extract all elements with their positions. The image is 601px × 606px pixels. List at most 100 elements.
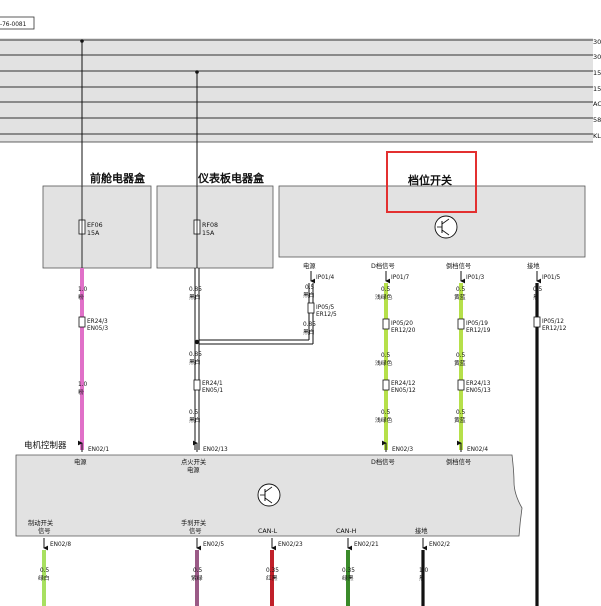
wire-1b-color: 粉: [78, 388, 84, 396]
ecu-pin-brake-label1: 制动开关: [28, 518, 54, 527]
wire-2b-size: 0.85: [189, 352, 202, 358]
gear-switch-title: 档位开关: [408, 173, 452, 187]
wire-4b-size: 0.5: [381, 353, 391, 359]
wire-5b-size: 0.5: [456, 353, 466, 359]
wire-1a-size: 1.0: [78, 287, 88, 293]
wire-3b-color: 黑白: [303, 328, 315, 336]
bus-label-kl: KL: [593, 132, 601, 140]
connector-5b: [457, 379, 465, 391]
fuse-rf08-rating: 15A: [202, 230, 215, 237]
wire-2a-size: 0.85: [189, 287, 202, 293]
wire-4a-size: 0.5: [381, 287, 391, 293]
gear-pin-power-id: IP01/4: [316, 275, 335, 281]
wire-black-white-2: [194, 268, 200, 450]
connector-6-a: IP05/12: [542, 319, 564, 325]
wire-black-white-3: [199, 283, 314, 345]
wire-3b-size: 0.85: [303, 322, 316, 328]
dash-box-title: 仪表板电器盒: [197, 171, 265, 185]
ecu-pin-d-label: D档信号: [371, 457, 395, 466]
connector-5b-a: ER24/13: [466, 381, 491, 387]
connector-3-b: ER12/5: [316, 312, 337, 318]
wire-2b-color: 黑白: [189, 358, 201, 366]
fuse-ef06-name: EF06: [87, 222, 103, 229]
gear-pin-d-label: D档信号: [371, 261, 395, 270]
ecu-pin-ground-label: 接地: [415, 526, 428, 535]
fuse-ef06-rating: 15A: [87, 230, 100, 237]
connector-3-a: IP05/5: [316, 305, 335, 311]
ecu-pin-handbrake-id: EN02/5: [203, 542, 224, 548]
gear-pin-d-id: IP01/7: [391, 275, 410, 281]
bus-label-30b: 30: [593, 53, 601, 61]
gear-switch-box: [278, 185, 586, 258]
wire-10-color: 绿黑: [342, 574, 354, 582]
diagram-id-tag: [0, 16, 35, 30]
wire-7-color: 绿白: [38, 574, 50, 582]
wire-1a-color: 粉: [78, 293, 84, 301]
wire-5a-color: 黄蓝: [454, 293, 466, 301]
connector-5a-a: IP05/19: [466, 321, 488, 327]
connector-6-b: ER12/12: [542, 326, 567, 332]
connector-2-b: EN05/1: [202, 388, 223, 394]
front-box-title: 前舱电器盒: [90, 171, 146, 185]
wire-11-size: 1.0: [419, 568, 429, 574]
ecu-pin-r-label: 倒档信号: [446, 457, 471, 466]
ecu-pin-can-h-label: CAN-H: [336, 528, 357, 535]
splice-node: [194, 339, 200, 345]
diagram-id: -76-0081: [0, 22, 27, 28]
gear-pin-r-label: 倒档信号: [446, 261, 471, 270]
wire-6a-size: 0.5: [533, 287, 543, 293]
bus-label-58: 58: [593, 116, 601, 124]
dash-electrical-box: [156, 185, 274, 269]
wire-11-color: 黑: [419, 575, 425, 582]
bus-node-30: [80, 39, 84, 43]
fuse-rf08-name: RF08: [202, 222, 218, 229]
gear-switch-transistor-icon: [434, 215, 458, 239]
connector-4a: [382, 318, 390, 330]
connector-3: [307, 302, 315, 314]
connector-5a: [457, 318, 465, 330]
bus-node-15: [195, 70, 199, 74]
connector-4a-a: IP05/20: [391, 321, 413, 327]
ecu-pin-handbrake-label2: 信号: [189, 526, 202, 535]
wire-2c-size: 0.5: [189, 410, 199, 416]
bus-label-15a: 15: [593, 69, 601, 77]
ecu-pin-ign-label1: 点火开关: [181, 457, 207, 466]
ecu-pin-ign-label2: 电源: [187, 465, 200, 474]
wire-6a-color: 黑: [533, 294, 539, 301]
connector-5a-b: ER12/19: [466, 328, 491, 334]
gear-pin-r-id: IP01/3: [466, 275, 485, 281]
wire-9-color: 红黑: [266, 574, 278, 582]
connector-2: [193, 379, 201, 391]
bus-label-ac: AC: [593, 100, 601, 108]
gear-pin-power-label: 电源: [303, 261, 316, 270]
gear-pin-ground-id: IP01/5: [542, 275, 561, 281]
wire-3a-color: 黑白: [303, 291, 315, 299]
wire-5b-color: 黄蓝: [454, 359, 466, 367]
connector-4b-a: ER24/12: [391, 381, 416, 387]
ecu-pin-power-label: 电源: [74, 457, 87, 466]
ecu-pin-can-h-id: EN02/21: [354, 542, 379, 548]
wire-4a-color: 浅绿色: [375, 293, 393, 301]
bus-label-30a: 30: [593, 38, 601, 46]
wire-10-size: 0.35: [342, 568, 355, 574]
gear-switch-highlight: [386, 151, 477, 213]
connector-4b: [382, 379, 390, 391]
ecu-pin-can-l-id: EN02/23: [278, 542, 303, 548]
wire-2a-color: 黑白: [189, 293, 201, 301]
ecu-pin-ign-id: EN02/13: [203, 447, 228, 453]
wire-4c-size: 0.5: [381, 410, 391, 416]
bus-label-15b: 15: [593, 85, 601, 93]
wire-3a-size: 0.5: [305, 285, 315, 291]
fuse-rf08: RF08 15A: [193, 186, 218, 268]
ecu-pin-r-id: EN02/4: [467, 447, 488, 453]
wire-5c-color: 黄蓝: [454, 416, 466, 424]
ecu-pin-brake-label2: 信号: [38, 526, 51, 535]
wire-5a-size: 0.5: [456, 287, 466, 293]
connector-1-b: EN05/3: [87, 326, 108, 332]
ecu-pin-can-l-label: CAN-L: [258, 528, 278, 535]
connector-6: [533, 316, 541, 328]
connector-1-a: ER24/3: [87, 319, 108, 325]
bus-bars: 30 30 15 15 AC 58 KL: [0, 38, 601, 143]
ecu-pin-d-id: EN02/3: [392, 447, 413, 453]
